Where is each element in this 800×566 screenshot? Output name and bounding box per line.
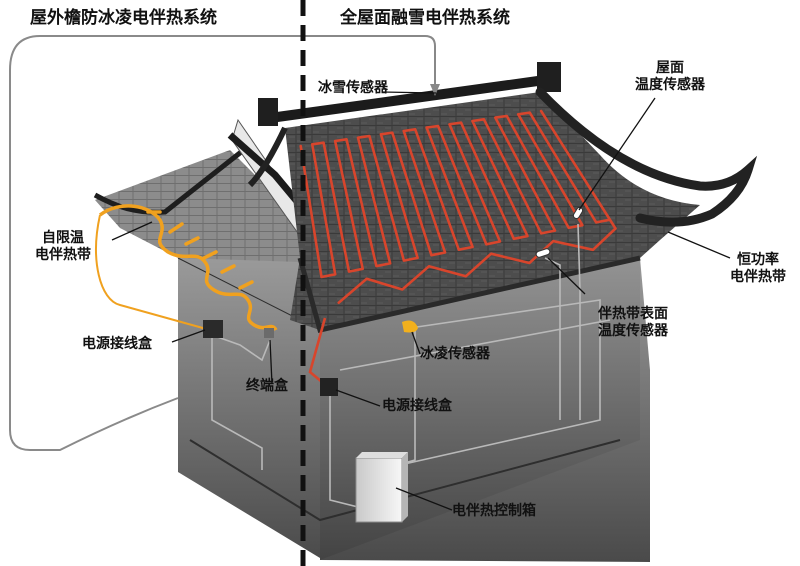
left-system-bracket [9, 35, 300, 451]
junction-box-right-shape [320, 378, 338, 396]
self-limiting-heating-cable [95, 204, 278, 331]
cable-surface-sensor-label-line1: 伴热带表面 [598, 306, 668, 322]
ice-sensor-label: 冰凌传感器 [420, 346, 490, 362]
cable-surface-sensor-label: 伴热带表面 温度传感器 [582, 306, 684, 340]
junction-box-right-label: 电源接线盒 [382, 398, 452, 414]
snow-sensor-label: 冰雪传感器 [318, 80, 388, 96]
left-roof [93, 118, 303, 262]
cable-surface-sensor-shape [535, 248, 551, 258]
right-system-title: 全屋面融雪电伴热系统 [340, 8, 510, 28]
const-power-cable-label-line2: 电伴热带 [730, 269, 786, 285]
snow-sensor-pointer [300, 35, 440, 96]
end-box-label: 终端盒 [246, 378, 288, 394]
self-limit-cable-label: 自限温 电伴热带 [18, 230, 108, 264]
equipment [203, 206, 584, 523]
end-box-shape [264, 328, 274, 338]
main-roof [247, 62, 758, 333]
junction-box-left-label: 电源接线盒 [82, 336, 152, 352]
control-box-label: 电伴热控制箱 [452, 503, 536, 519]
self-limit-cable-label-line1: 自限温 [42, 230, 84, 246]
cable-surface-sensor-label-line2: 温度传感器 [598, 323, 668, 339]
self-limit-cable-label-line2: 电伴热带 [35, 247, 91, 263]
roof-temp-sensor-label-line2: 温度传感器 [635, 77, 705, 93]
constant-power-heating-cable [299, 109, 617, 383]
roof-temp-sensor-label: 屋面 温度传感器 [620, 60, 720, 94]
left-system-title: 屋外檐防冰凌电伴热系统 [30, 8, 217, 28]
const-power-cable-label-line1: 恒功率 [737, 252, 779, 268]
leader-lines [111, 91, 731, 511]
roof-temp-sensor-label-line1: 屋面 [656, 60, 684, 76]
const-power-cable-label: 恒功率 电伴热带 [718, 252, 798, 286]
control-box-shape [355, 452, 408, 523]
ice-sensor-shape [402, 320, 418, 333]
junction-box-left-shape [203, 320, 223, 338]
